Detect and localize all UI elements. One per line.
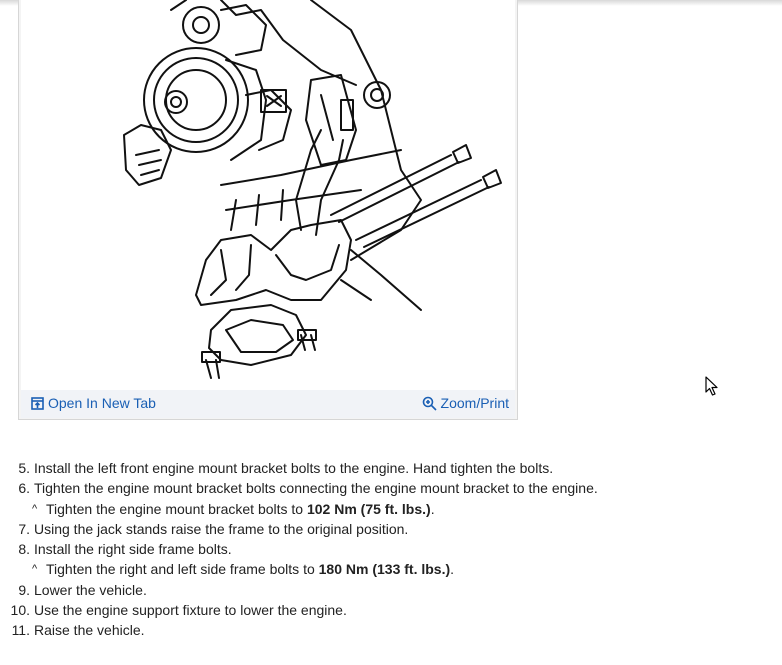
step-text: Lower the vehicle.: [34, 581, 147, 598]
procedure-steps: 5. Install the left front engine mount b…: [0, 458, 782, 641]
torque-spec: 180 Nm (133 ft. lbs.): [318, 561, 451, 578]
zoom-in-icon: [422, 396, 437, 411]
zoom-print-link[interactable]: Zoom/Print: [422, 395, 509, 411]
step-text: Install the right side frame bolts.: [34, 541, 232, 558]
step-11: 11. Raise the vehicle.: [0, 620, 782, 640]
step-number: 7.: [18, 520, 30, 537]
step-number: 6.: [18, 480, 30, 497]
torque-spec: 102 Nm (75 ft. lbs.): [306, 500, 431, 517]
step-6: 6. Tighten the engine mount bracket bolt…: [0, 478, 782, 498]
step-number: 9.: [18, 581, 30, 598]
figure-panel: Open In New Tab Zoom/Print: [18, 0, 518, 420]
open-in-new-tab-link[interactable]: Open In New Tab: [31, 395, 156, 411]
caret-bullet: ^: [32, 502, 38, 515]
step-text: Tighten the engine mount bracket bolts c…: [34, 480, 598, 497]
zoom-print-label: Zoom/Print: [440, 395, 509, 411]
substep-prefix: Tighten the right and left side frame bo…: [46, 561, 315, 578]
mouse-pointer-icon: [705, 376, 719, 401]
step-text: Install the left front engine mount brac…: [34, 460, 554, 476]
open-in-new-tab-icon: [31, 396, 44, 410]
step-number: 11.: [11, 622, 30, 639]
substep-prefix: Tighten the engine mount bracket bolts t…: [46, 500, 304, 517]
step-5: 5. Install the left front engine mount b…: [0, 458, 782, 478]
step-text: Use the engine support fixture to lower …: [34, 602, 347, 619]
step-8: 8. Install the right side frame bolts.: [0, 539, 782, 559]
open-in-new-tab-label: Open In New Tab: [48, 395, 156, 411]
step-8-torque-spec: ^ Tighten the right and left side frame …: [0, 559, 782, 579]
engine-mount-diagram[interactable]: [21, 0, 515, 390]
figure-toolbar: Open In New Tab Zoom/Print: [21, 390, 515, 418]
step-10: 10. Use the engine support fixture to lo…: [0, 600, 782, 620]
step-text: Raise the vehicle.: [34, 622, 145, 639]
step-text: Using the jack stands raise the frame to…: [34, 520, 409, 537]
step-7: 7. Using the jack stands raise the frame…: [0, 519, 782, 539]
step-9: 9. Lower the vehicle.: [0, 580, 782, 600]
substep-suffix: .: [450, 561, 455, 578]
step-6-torque-spec: ^ Tighten the engine mount bracket bolts…: [0, 499, 782, 519]
step-number: 5.: [18, 460, 30, 476]
step-number: 10.: [10, 602, 30, 619]
caret-bullet: ^: [32, 563, 38, 576]
step-number: 8.: [18, 541, 30, 558]
substep-suffix: .: [430, 500, 435, 517]
